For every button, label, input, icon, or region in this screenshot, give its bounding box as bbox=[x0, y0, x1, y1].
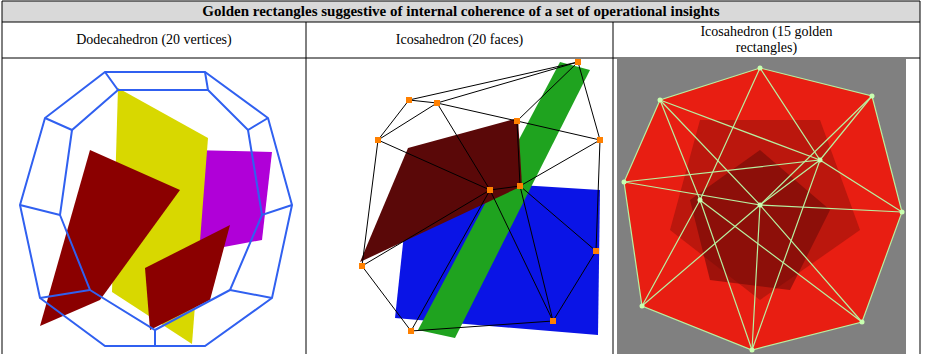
vertex bbox=[870, 94, 875, 99]
wire-edge bbox=[105, 72, 208, 90]
golden-rectangle bbox=[145, 225, 230, 330]
vertex bbox=[575, 59, 581, 65]
vertex bbox=[359, 263, 365, 269]
wire-edge bbox=[20, 130, 72, 215]
vertex bbox=[434, 100, 440, 106]
edge-line bbox=[760, 96, 872, 322]
grid-line bbox=[2, 22, 920, 23]
vertex bbox=[597, 137, 603, 143]
edge-line bbox=[760, 68, 902, 212]
title-cell: Golden rectangles suggestive of internal… bbox=[2, 1, 920, 22]
title-band bbox=[2, 1, 920, 22]
vertex bbox=[406, 97, 412, 103]
header-cell: Dodecahedron (20 vertices) bbox=[2, 22, 306, 58]
vertex bbox=[758, 66, 763, 71]
edge-line bbox=[700, 200, 752, 350]
vertex bbox=[900, 210, 905, 215]
vertex bbox=[758, 203, 763, 208]
golden-rectangle bbox=[360, 118, 522, 262]
inner-rectangles bbox=[690, 150, 830, 290]
grid-line bbox=[2, 58, 920, 59]
column-header: Icosahedron (15 golden rectangles) bbox=[669, 24, 865, 56]
grid-line bbox=[306, 22, 307, 354]
column-header: Icosahedron (20 faces) bbox=[396, 32, 524, 48]
wire-edge bbox=[378, 103, 600, 186]
grey-ground bbox=[617, 59, 906, 354]
vertex bbox=[640, 304, 645, 309]
edge-line bbox=[700, 68, 862, 322]
edge-line bbox=[624, 160, 820, 350]
vertex bbox=[658, 98, 663, 103]
vertex bbox=[818, 158, 823, 163]
icosahedron-body bbox=[624, 68, 902, 350]
wire-edge bbox=[230, 215, 272, 298]
wire-edge bbox=[154, 330, 156, 346]
grid-line bbox=[613, 22, 614, 354]
icosahedron-figure bbox=[359, 59, 603, 338]
vertex bbox=[550, 318, 556, 324]
grid-line bbox=[2, 1, 920, 2]
grid-line bbox=[920, 1, 921, 354]
wire-edge bbox=[409, 62, 600, 140]
vertex bbox=[698, 198, 703, 203]
dodecahedron-wire bbox=[20, 72, 292, 346]
table-title: Golden rectangles suggestive of internal… bbox=[202, 3, 719, 20]
wire-edge bbox=[40, 215, 90, 298]
wire-edge bbox=[362, 186, 553, 321]
wire-edge bbox=[208, 90, 268, 130]
rectangle-edges bbox=[624, 68, 902, 350]
grid-line bbox=[2, 1, 3, 354]
column-header: Dodecahedron (20 vertices) bbox=[76, 32, 231, 48]
vertex bbox=[514, 118, 520, 124]
dodecahedron-figure bbox=[20, 72, 292, 346]
vertex-markers bbox=[359, 59, 603, 334]
vertex bbox=[860, 320, 865, 325]
header-cell: Icosahedron (20 faces) bbox=[306, 22, 613, 58]
edge-outline bbox=[624, 68, 902, 350]
edge-line bbox=[642, 100, 700, 306]
edge-line bbox=[660, 100, 902, 212]
wire-edge bbox=[248, 130, 292, 215]
edge-line bbox=[624, 182, 760, 350]
vertex bbox=[622, 180, 627, 185]
vertex bbox=[517, 183, 523, 189]
vertex bbox=[593, 248, 599, 254]
wire-edge bbox=[45, 90, 118, 130]
icosahedron-wire bbox=[362, 62, 600, 331]
vertex bbox=[750, 348, 755, 353]
wire-edge bbox=[411, 103, 490, 331]
wire-outline bbox=[362, 62, 600, 331]
vertex bbox=[487, 187, 493, 193]
header-cell: Icosahedron (15 golden rectangles) bbox=[613, 22, 920, 58]
vertex-markers bbox=[622, 66, 905, 353]
red-icosahedron-figure bbox=[617, 59, 906, 354]
vertex bbox=[408, 328, 414, 334]
edge-line bbox=[660, 100, 820, 160]
wire-outline bbox=[20, 72, 292, 346]
wire-edge bbox=[90, 290, 230, 330]
vertex bbox=[375, 137, 381, 143]
